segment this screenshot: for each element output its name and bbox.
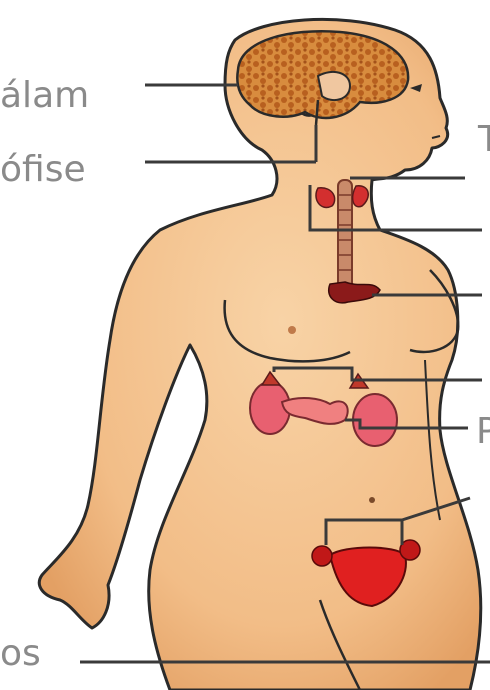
label-thyroid-partial: T xyxy=(478,122,490,158)
nipple xyxy=(288,326,296,334)
label-pancreas-partial: P xyxy=(476,414,490,450)
label-hypothalamus: álam xyxy=(0,78,89,114)
label-ovaries: os xyxy=(0,636,41,672)
navel xyxy=(369,497,375,503)
hypothalamus xyxy=(318,72,350,100)
label-pituitary: ófise xyxy=(0,152,86,188)
